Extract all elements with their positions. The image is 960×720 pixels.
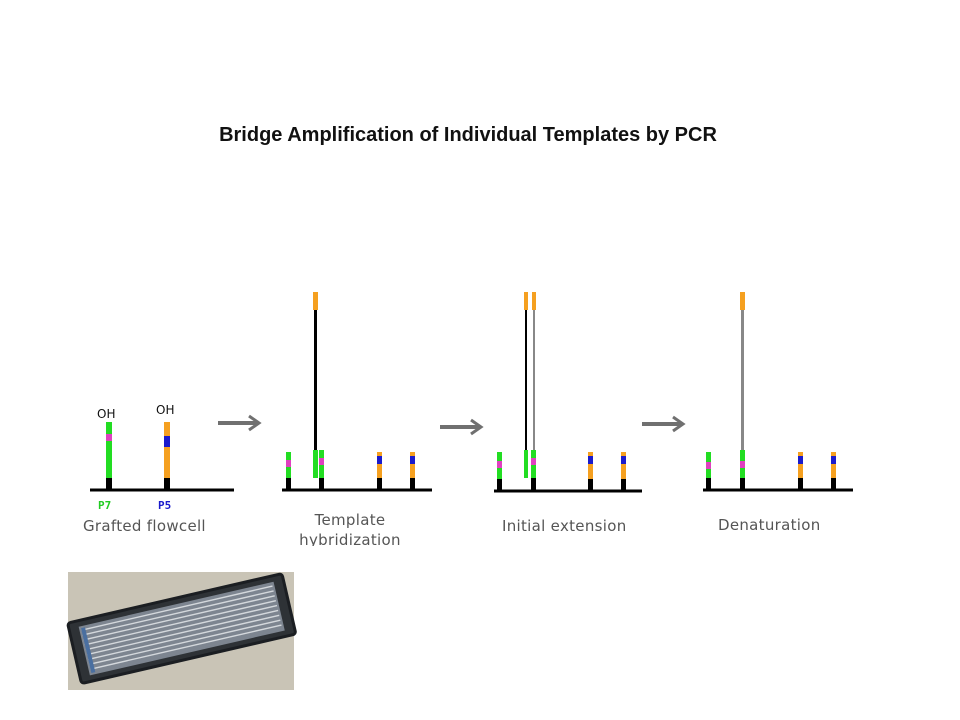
template-caption-line2: hybridization	[299, 531, 401, 546]
oh-label-p5: OH	[156, 403, 175, 417]
initial-extension-caption: Initial extension	[502, 517, 627, 535]
p7-oligo	[497, 452, 502, 491]
grafted-flowcell-caption: Grafted flowcell	[83, 517, 206, 535]
p7-oligo	[706, 452, 711, 490]
template-caption-line1: Template	[314, 511, 386, 529]
arrow-3	[642, 415, 686, 433]
p5-oligo	[621, 452, 626, 491]
p5-oligo	[831, 452, 836, 490]
template-hybridization-caption: Template hybridization	[290, 510, 410, 546]
p5-oligo	[798, 452, 803, 490]
arrow-2	[440, 418, 484, 436]
p7-oligo-hybridized	[319, 450, 324, 490]
extended-strand	[740, 292, 745, 490]
flowcell-photo	[66, 572, 297, 690]
p7-oligo	[106, 422, 112, 490]
slide-title: Bridge Amplification of Individual Templ…	[219, 124, 717, 146]
p5-oligo	[588, 452, 593, 491]
p5-oligo	[410, 452, 415, 490]
p5-oligo	[164, 422, 170, 490]
denaturation-caption: Denaturation	[718, 516, 821, 534]
template-strand	[313, 292, 318, 478]
panel-grafted-flowcell	[90, 422, 234, 492]
panel-denaturation	[703, 292, 853, 492]
arrow-1	[218, 414, 262, 432]
p5-oligo	[377, 452, 382, 490]
panel-template-hybridization	[282, 292, 432, 492]
p7-oligo	[286, 452, 291, 490]
p7-label: P7	[98, 499, 112, 512]
oh-label-p7: OH	[97, 407, 116, 421]
p5-label: P5	[158, 499, 172, 512]
panel-initial-extension	[494, 292, 642, 493]
extended-strand	[531, 292, 536, 491]
template-strand	[524, 292, 528, 478]
